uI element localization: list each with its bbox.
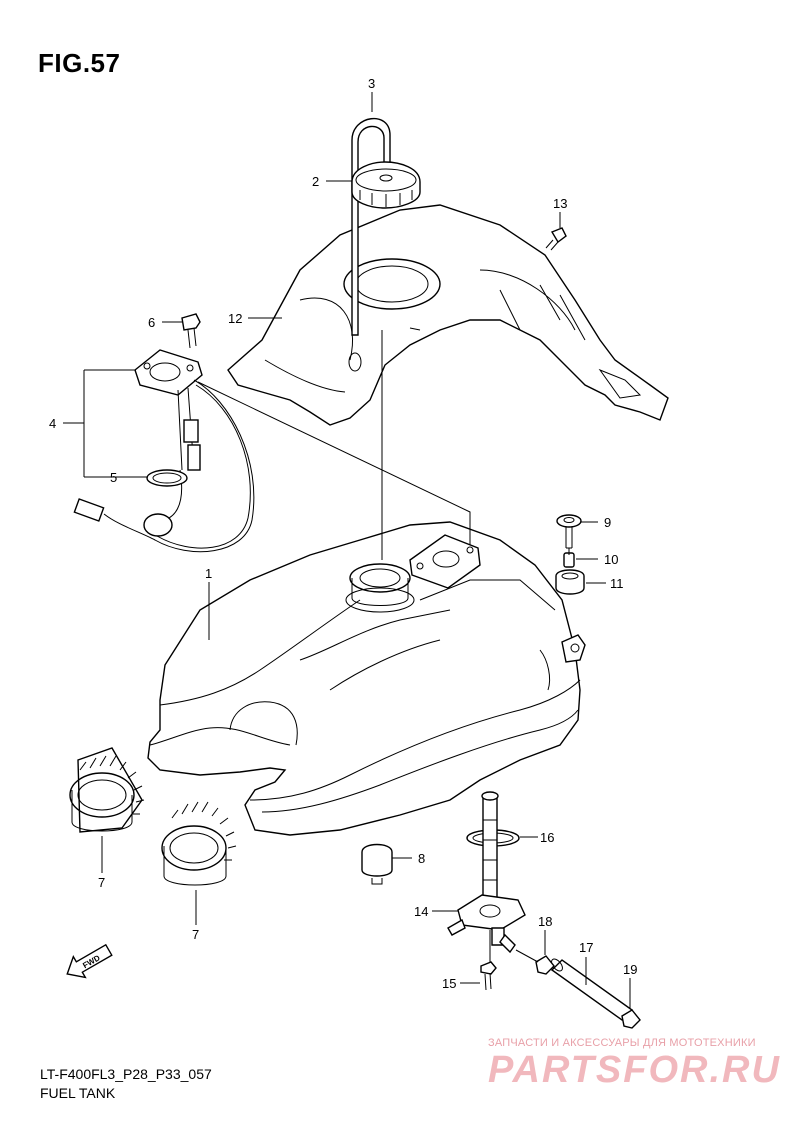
part-5-o-ring (146, 469, 188, 487)
part-13-screw (545, 227, 567, 251)
figure-name: FUEL TANK (40, 1085, 116, 1101)
callout-15: 15 (442, 976, 456, 991)
part-14-fuel-valve (447, 791, 526, 954)
callout-16: 16 (540, 830, 554, 845)
assembly-guide-lines (197, 330, 570, 963)
part-12-tank-cover (227, 204, 669, 426)
part-18-hose-clip (535, 955, 555, 975)
callout-6: 6 (148, 315, 155, 330)
callout-12: 12 (228, 311, 242, 326)
callout-17: 17 (579, 940, 593, 955)
callout-8: 8 (418, 851, 425, 866)
callout-9: 9 (604, 515, 611, 530)
callout-19: 19 (623, 962, 637, 977)
part-8-cushion (361, 843, 393, 885)
part-1-fuel-tank (147, 521, 586, 836)
callout-13: 13 (553, 196, 567, 211)
figure-code: LT-F400FL3_P28_P33_057 (40, 1066, 212, 1082)
fwd-arrow-icon: FWD (66, 943, 113, 979)
callout-3: 3 (368, 76, 375, 91)
part-15-screw (480, 961, 497, 991)
callout-5: 5 (110, 470, 117, 485)
part-10-collar (563, 552, 575, 568)
watermark-logo: PARTSFOR.RU (488, 1049, 781, 1091)
part-7-clamp-left (69, 747, 145, 833)
figure-title: FIG.57 (38, 48, 121, 78)
callout-7-left: 7 (98, 875, 105, 890)
callout-numbers: 1 2 3 4 5 6 7 7 8 9 10 11 12 13 14 15 16… (49, 76, 637, 991)
callout-18: 18 (538, 914, 552, 929)
part-17-fuel-hose (550, 958, 634, 1021)
part-4-fuel-sender-assembly (73, 349, 255, 553)
part-2-fuel-cap (351, 161, 421, 209)
callout-11: 11 (610, 576, 624, 591)
part-11-cushion (555, 569, 585, 595)
callout-leader-lines (63, 92, 631, 1008)
part-9-bolt (556, 514, 582, 549)
part-6-bolt (181, 313, 201, 349)
part-19-hose-clip (621, 1009, 641, 1029)
callout-4: 4 (49, 416, 56, 431)
callout-2: 2 (312, 174, 319, 189)
callout-1: 1 (205, 566, 212, 581)
watermark-tagline: ЗАПЧАСТИ И АКСЕССУАРЫ ДЛЯ МОТОТЕХНИКИ (488, 1037, 756, 1049)
callout-14: 14 (414, 904, 428, 919)
callout-7-right: 7 (192, 927, 199, 942)
part-7-clamp-right (161, 801, 237, 886)
callout-10: 10 (604, 552, 618, 567)
